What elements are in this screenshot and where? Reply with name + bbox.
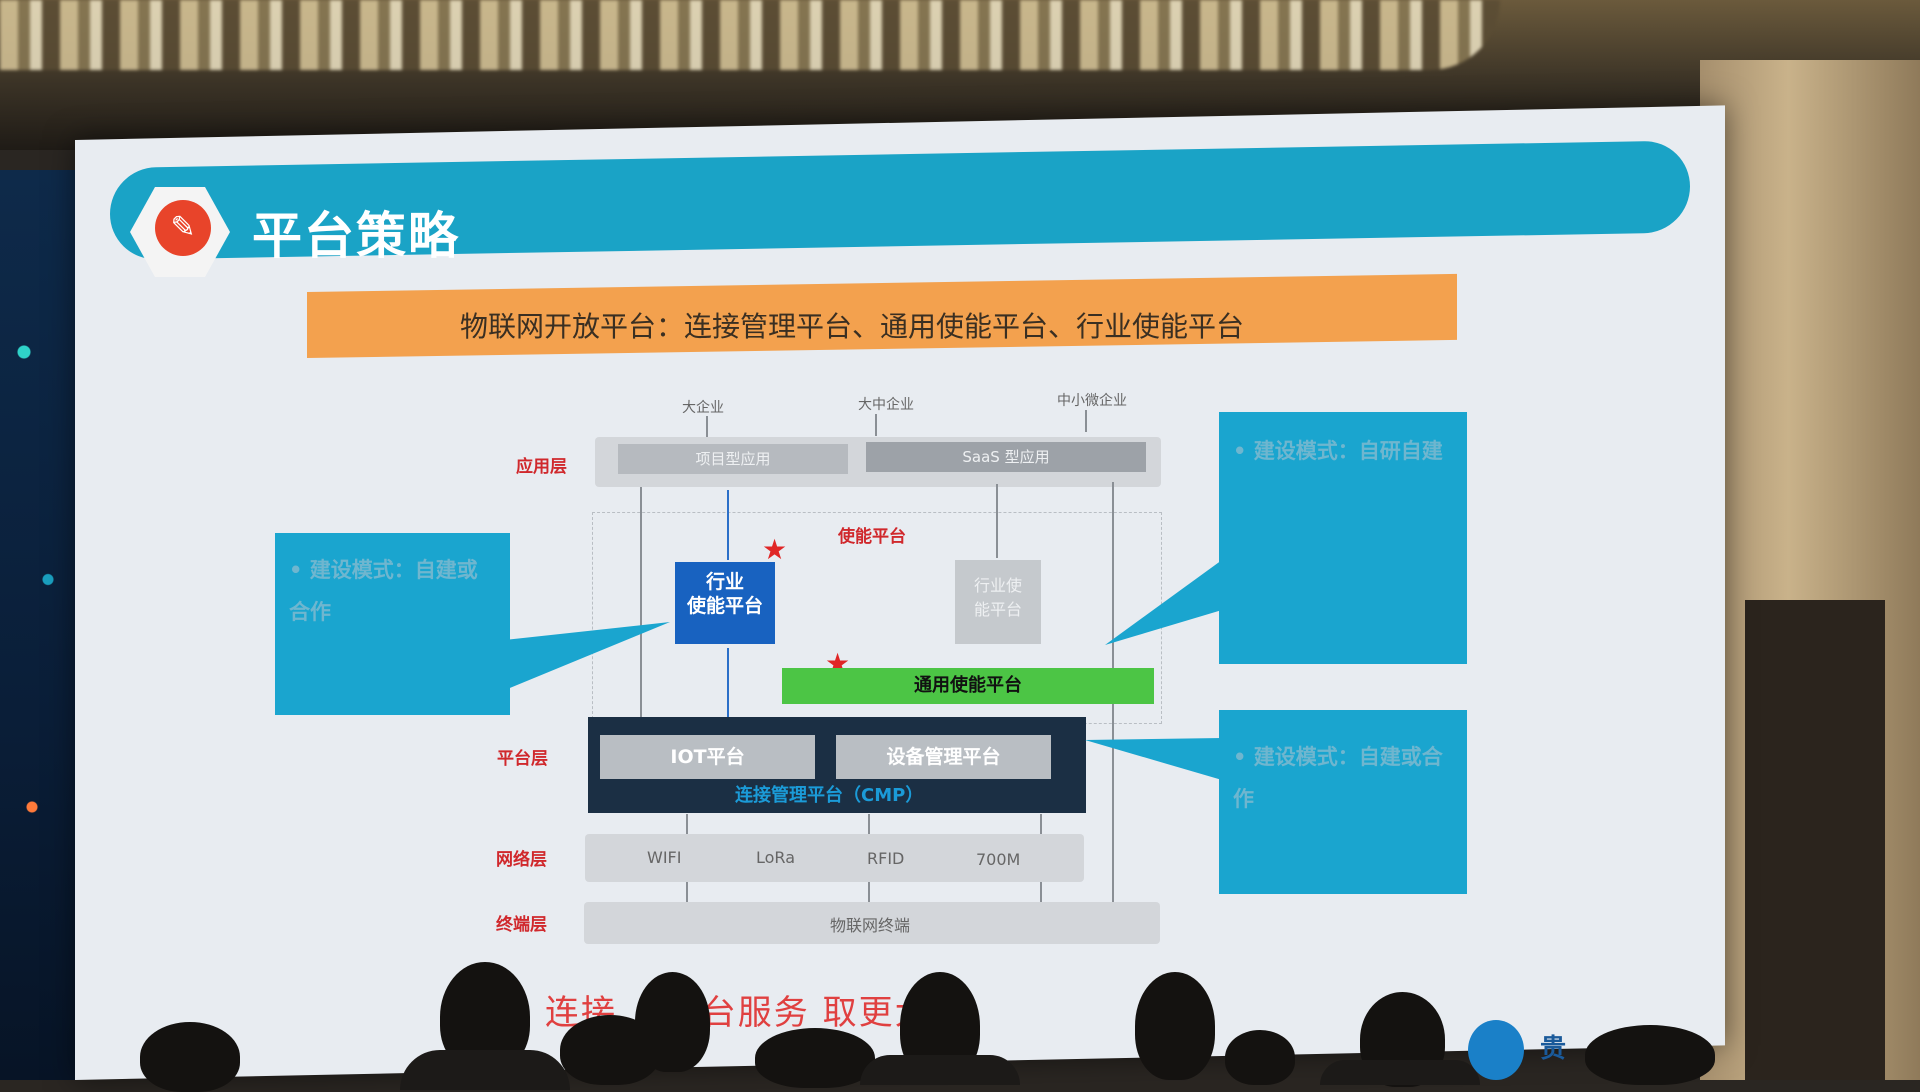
audience-head bbox=[1225, 1030, 1295, 1085]
arrow bbox=[868, 814, 870, 834]
network-item-lora: LoRa bbox=[756, 848, 795, 867]
industry-box-line1: 行业 bbox=[705, 571, 744, 593]
saas-app-box: SaaS 型应用 bbox=[866, 442, 1146, 472]
star-icon: ★ bbox=[762, 533, 788, 566]
industry-grey-line2: 能平台 bbox=[973, 600, 1022, 619]
network-layer-row bbox=[585, 834, 1084, 882]
user-large-enterprise: 大企业 bbox=[682, 400, 724, 416]
layer-label-terminal: 终端层 bbox=[496, 915, 547, 935]
arrow bbox=[875, 414, 877, 436]
audience-body bbox=[860, 1055, 1020, 1085]
industry-platform-box: 行业 使能平台 bbox=[675, 562, 775, 644]
cmp-label: 连接管理平台（CMP） bbox=[735, 785, 924, 806]
audience-body bbox=[400, 1050, 570, 1090]
callout-pointer-left bbox=[505, 622, 670, 690]
audience-head bbox=[1585, 1025, 1715, 1085]
callout-right-top: • 建设模式：自研自建 bbox=[1219, 412, 1467, 664]
callout-right-bottom-text: • 建设模式：自建或合作 bbox=[1233, 745, 1443, 811]
arrow bbox=[686, 882, 688, 902]
arrow bbox=[727, 490, 729, 560]
audience-head bbox=[755, 1028, 875, 1088]
chandelier bbox=[0, 0, 1500, 70]
callout-right-bottom: • 建设模式：自建或合作 bbox=[1219, 710, 1467, 894]
callout-left-text: • 建设模式：自建或合作 bbox=[289, 558, 478, 624]
led-screen-edge bbox=[0, 170, 80, 1080]
layer-label-platform: 平台层 bbox=[497, 749, 548, 769]
user-small-enterprise: 中小微企业 bbox=[1057, 393, 1127, 409]
callout-pointer-right-top bbox=[1105, 560, 1222, 645]
network-item-rfid: RFID bbox=[867, 849, 905, 868]
layer-label-network: 网络层 bbox=[496, 850, 547, 870]
audience-body bbox=[1320, 1060, 1480, 1085]
network-item-wifi: WIFI bbox=[647, 848, 682, 867]
arrow bbox=[996, 484, 998, 558]
arrow bbox=[1040, 882, 1042, 902]
callout-pointer-right-bottom bbox=[1085, 738, 1222, 780]
callout-right-top-text: • 建设模式：自研自建 bbox=[1233, 439, 1443, 463]
industry-platform-grey-box: 行业使 能平台 bbox=[955, 560, 1041, 644]
user-mid-enterprise: 大中企业 bbox=[858, 397, 914, 413]
general-platform-bar: 通用使能平台 bbox=[782, 668, 1154, 704]
enable-platform-label: 使能平台 bbox=[838, 527, 906, 547]
audience-head bbox=[140, 1022, 240, 1092]
slide-title: 平台策略 bbox=[252, 207, 460, 265]
terminal-label: 物联网终端 bbox=[830, 916, 911, 935]
arrow bbox=[686, 814, 688, 834]
iot-platform-box: IOT平台 bbox=[600, 735, 815, 779]
banner-text: 物联网开放平台：连接管理平台、通用使能平台、行业使能平台 bbox=[460, 310, 1245, 343]
arrow bbox=[1085, 410, 1087, 432]
arrow bbox=[1040, 814, 1042, 834]
company-logo-text: 贵 bbox=[1540, 1034, 1567, 1064]
network-item-700m: 700M bbox=[976, 850, 1021, 869]
device-management-box: 设备管理平台 bbox=[836, 735, 1051, 779]
pencil-icon: ✎ bbox=[155, 200, 211, 256]
audience-head bbox=[635, 972, 710, 1072]
door bbox=[1745, 600, 1885, 1080]
callout-left: • 建设模式：自建或合作 bbox=[275, 533, 510, 715]
arrow bbox=[727, 648, 729, 740]
industry-grey-line1: 行业使 bbox=[973, 576, 1022, 595]
terminal-layer-row bbox=[584, 902, 1160, 944]
arrow bbox=[706, 416, 708, 438]
layer-label-app: 应用层 bbox=[516, 457, 567, 477]
industry-box-line2: 使能平台 bbox=[686, 595, 763, 617]
arrow bbox=[640, 487, 642, 719]
project-app-box: 项目型应用 bbox=[618, 444, 848, 474]
company-logo bbox=[1468, 1020, 1524, 1080]
arrow bbox=[868, 882, 870, 902]
audience-head bbox=[1135, 972, 1215, 1080]
